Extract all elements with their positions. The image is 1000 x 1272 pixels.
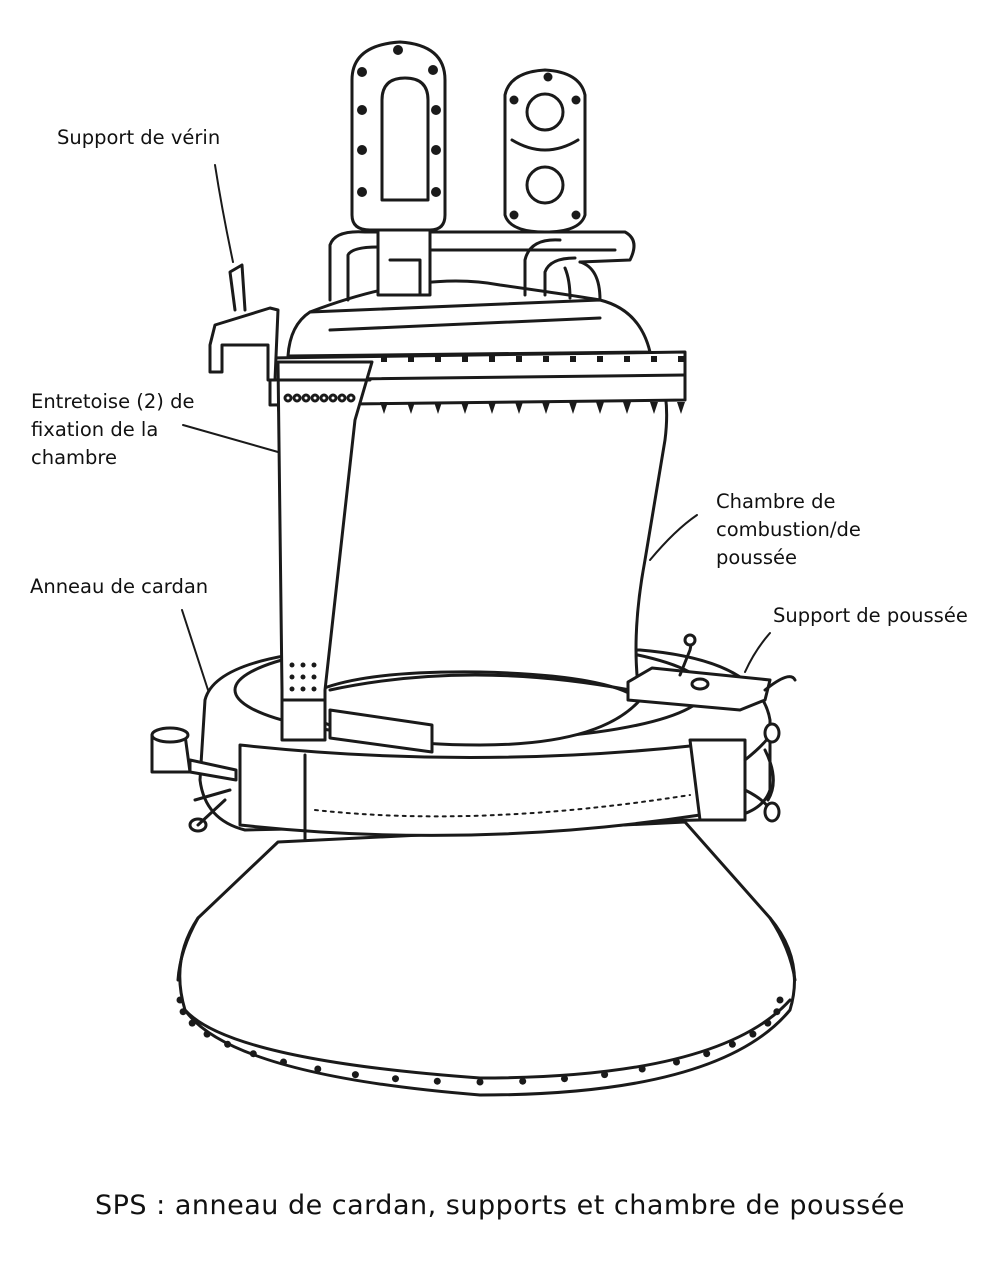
nozzle-bolt bbox=[314, 1065, 322, 1073]
nozzle-bolt bbox=[728, 1040, 736, 1048]
flange-bolt bbox=[435, 356, 441, 362]
flange-bolt bbox=[462, 356, 468, 362]
strut-hole bbox=[319, 393, 329, 403]
nozzle-bolt bbox=[773, 1008, 781, 1016]
flange-tooth bbox=[677, 402, 685, 414]
label-strut-line-3: chambre bbox=[31, 446, 117, 469]
strut-hole bbox=[337, 393, 347, 403]
nozzle-bolt bbox=[519, 1077, 527, 1085]
strut-rivet bbox=[300, 674, 306, 680]
strut-rivet bbox=[311, 662, 317, 668]
nozzle-bolt bbox=[673, 1058, 680, 1066]
strut-hole bbox=[346, 393, 356, 403]
flange-bolt bbox=[624, 356, 630, 362]
nozzle-bolt bbox=[601, 1071, 609, 1079]
label-strut-line-1: Entretoise (2) de bbox=[31, 390, 195, 413]
figure-caption: SPS : anneau de cardan, supports et cham… bbox=[95, 1190, 905, 1221]
nozzle-bolt bbox=[188, 1019, 196, 1027]
inlet-flange-right bbox=[503, 68, 587, 234]
flange-tooth bbox=[623, 402, 631, 414]
strut-hole bbox=[283, 393, 293, 403]
flange-bolt bbox=[597, 356, 603, 362]
nozzle-bolt bbox=[776, 996, 784, 1004]
nozzle-bolt bbox=[280, 1058, 287, 1066]
label-gimbal-ring: Anneau de cardan bbox=[30, 575, 209, 598]
flange-tooth bbox=[380, 402, 388, 414]
strut-rivet bbox=[300, 662, 306, 668]
strut-rivet bbox=[289, 686, 295, 692]
nozzle-bolt bbox=[179, 1008, 187, 1016]
flange-bolt bbox=[543, 356, 549, 362]
thrust-mount-pad bbox=[626, 633, 797, 712]
flange-tooth bbox=[596, 402, 604, 414]
nozzle-bolt bbox=[224, 1040, 232, 1048]
label-chamber-line-1: Chambre de bbox=[716, 490, 836, 513]
flange-bolt bbox=[381, 356, 387, 362]
strut-hole bbox=[292, 393, 302, 403]
strut-rivet bbox=[311, 674, 317, 680]
strut-rivet bbox=[289, 662, 295, 668]
chamber-body bbox=[268, 279, 687, 747]
label-actuator-support: Support de vérin bbox=[57, 126, 221, 149]
nozzle-bolt bbox=[476, 1078, 484, 1086]
nozzle-bolt bbox=[351, 1071, 359, 1079]
flange-tooth bbox=[434, 402, 442, 414]
flange-bolt bbox=[651, 356, 657, 362]
nozzle-bolt bbox=[203, 1030, 211, 1038]
strut-rivet bbox=[311, 686, 317, 692]
label-chamber-line-2: combustion/de bbox=[716, 518, 861, 541]
inlet-flange-left bbox=[350, 40, 447, 232]
leader-lines bbox=[181, 164, 771, 691]
strut-hole bbox=[310, 393, 320, 403]
nozzle-bolt bbox=[703, 1050, 711, 1058]
strut-rivet bbox=[300, 686, 306, 692]
nozzle-bolt bbox=[433, 1077, 441, 1085]
chamber-attach-strut bbox=[276, 360, 434, 754]
actuator-support-bracket bbox=[208, 263, 280, 382]
strut-hole bbox=[301, 393, 311, 403]
flange-bolt bbox=[516, 356, 522, 362]
label-chamber-line-3: poussée bbox=[716, 546, 797, 569]
flange-tooth bbox=[407, 402, 415, 414]
nozzle-bolt bbox=[561, 1075, 568, 1083]
flange-tooth bbox=[515, 402, 523, 414]
flange-tooth bbox=[569, 402, 577, 414]
nozzle-bolt bbox=[749, 1030, 757, 1038]
nozzle-bolt bbox=[176, 996, 184, 1004]
strut-rivet bbox=[289, 674, 295, 680]
flange-bolt bbox=[570, 356, 576, 362]
nozzle-extension bbox=[176, 820, 797, 1097]
flange-tooth bbox=[461, 402, 469, 414]
label-thrust-mount: Support de poussée bbox=[773, 604, 968, 627]
flange-tooth bbox=[542, 402, 550, 414]
flange-bolt bbox=[678, 356, 684, 362]
flange-tooth bbox=[650, 402, 658, 414]
nozzle-bolt bbox=[249, 1050, 257, 1058]
nozzle-bolt bbox=[764, 1019, 772, 1027]
nozzle-bolt bbox=[638, 1065, 646, 1073]
strut-hole bbox=[328, 393, 338, 403]
label-strut-line-2: fixation de la bbox=[31, 418, 159, 441]
flange-bolt bbox=[489, 356, 495, 362]
flange-bolt bbox=[408, 356, 414, 362]
flange-tooth bbox=[488, 402, 496, 414]
nozzle-bolt bbox=[392, 1075, 399, 1083]
